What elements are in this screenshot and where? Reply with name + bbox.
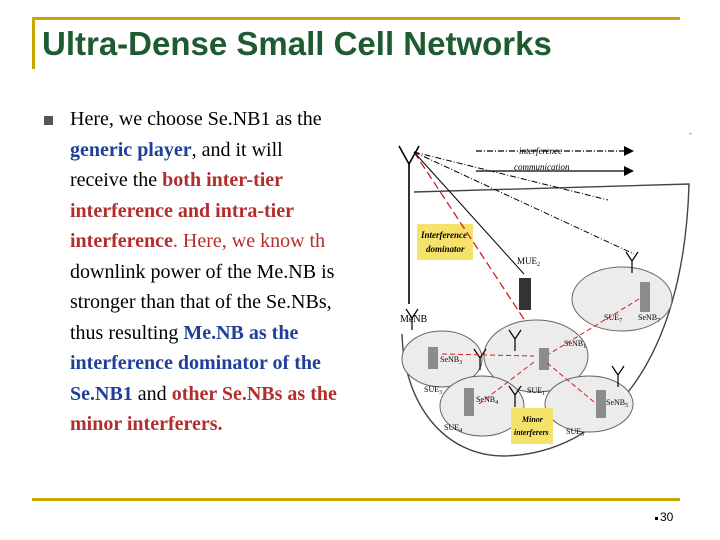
bullet-segment: stronger than that of the Se.NBs, (70, 291, 332, 313)
senb3-device-icon (428, 347, 438, 369)
bullet-segment: interference (70, 230, 173, 252)
bullet-segment: interference dominator of the (70, 352, 321, 374)
svg-text:SeNB7: SeNB7 (638, 313, 660, 324)
bullet-segment: and (132, 382, 172, 405)
bullet-segment: downlink power of the Me.NB is (70, 260, 335, 283)
svg-text:SeNB1: SeNB1 (564, 339, 586, 350)
bullet-line: minor interferers. (70, 409, 388, 440)
bullet-segment: Me.NB as the (183, 321, 299, 344)
senb7-device-icon (640, 282, 650, 312)
svg-text:-: - (689, 128, 692, 138)
bullet-segment: receive the (70, 169, 163, 191)
senb5-device-icon (596, 390, 606, 418)
bullet-segment: other Se.NBs as the (171, 382, 337, 405)
network-diagram: interference communication - MeNB Interf… (398, 128, 692, 457)
frame-top-rule (32, 17, 680, 20)
bullet-segment: generic player (70, 138, 192, 161)
mue-device-icon (519, 278, 531, 310)
bullet-line: stronger than that of the Se.NBs, (70, 287, 388, 318)
minor-label-line1: Minor (521, 415, 544, 424)
bullet-segment: both inter-tier (162, 169, 284, 191)
legend-interference-label: interference (519, 146, 562, 156)
interference-arrow-menb-senb1 (413, 151, 540, 343)
frame-left-rule (32, 17, 35, 69)
svg-text:SeNB4: SeNB4 (476, 395, 498, 406)
bullet-segment: thus resulting (70, 321, 184, 344)
bullet-line: Here, we choose Se.NB1 as the (70, 104, 388, 135)
page-number-dot (655, 517, 658, 520)
diagram-legend: interference communication - (476, 128, 692, 176)
small-cell-4 (439, 375, 525, 437)
svg-text:SUE4: SUE4 (444, 423, 462, 434)
bullet-text: Here, we choose Se.NB1 as the generic pla… (70, 104, 388, 440)
minor-interferers-box (511, 408, 553, 444)
bullet-segment: interference and intra-tier (70, 199, 294, 222)
bullet-segment: , and it will (191, 138, 283, 161)
svg-text:SeNB3: SeNB3 (440, 355, 462, 366)
small-cell-3 (401, 330, 483, 388)
bullet-line: interference dominator of the (70, 348, 388, 379)
bullet-line: thus resulting Me.NB as the (70, 318, 388, 349)
svg-text:SUE7: SUE7 (604, 313, 622, 324)
bullet-line: downlink power of the Me.NB is (70, 257, 388, 288)
svg-text:SUE1: SUE1 (527, 386, 545, 397)
bullet-segment: Se.NB1 (70, 382, 133, 405)
minor-label-line2: interferers (514, 428, 549, 437)
legend-communication-label: communication (514, 162, 570, 172)
dominator-label-line1: Interference (420, 230, 467, 240)
bullet-line: receive the both inter-tier (70, 165, 388, 196)
bullet-line: generic player, and it will (70, 135, 388, 166)
bullet-line: interference. Here, we know th (70, 226, 388, 257)
menb-label: MeNB (400, 314, 428, 325)
macro-cell-boundary (401, 183, 690, 457)
intra-tier-interference-lines (441, 298, 640, 405)
bullet-segment: minor interferers. (70, 413, 223, 435)
dominator-label-line2: dominator (426, 244, 465, 254)
svg-text:MUE2: MUE2 (517, 256, 540, 268)
senb4-device-icon (464, 388, 474, 416)
senb1-device-icon (539, 348, 549, 370)
small-cell-antennas (405, 251, 639, 407)
interference-dominator-box (417, 224, 473, 260)
bullet-line: Se.NB1 and other Se.NBs as the (70, 379, 388, 410)
slide-title: Ultra-Dense Small Cell Networks (42, 25, 552, 62)
bullet-square-icon (44, 116, 53, 125)
svg-text:SUE5: SUE5 (566, 427, 584, 438)
small-cell-5 (544, 375, 634, 433)
svg-text:SeNB5: SeNB5 (606, 398, 628, 409)
page-number: 30 (660, 510, 674, 524)
bullet-segment: . Here, we know th (172, 230, 326, 252)
bullet-line: interference and intra-tier (70, 196, 388, 227)
bullet-segment: Here, we choose Se.NB1 as the (70, 108, 322, 130)
svg-text:SUE3: SUE3 (424, 385, 442, 396)
small-cell-1 (483, 319, 589, 393)
frame-bottom-rule (32, 498, 680, 501)
